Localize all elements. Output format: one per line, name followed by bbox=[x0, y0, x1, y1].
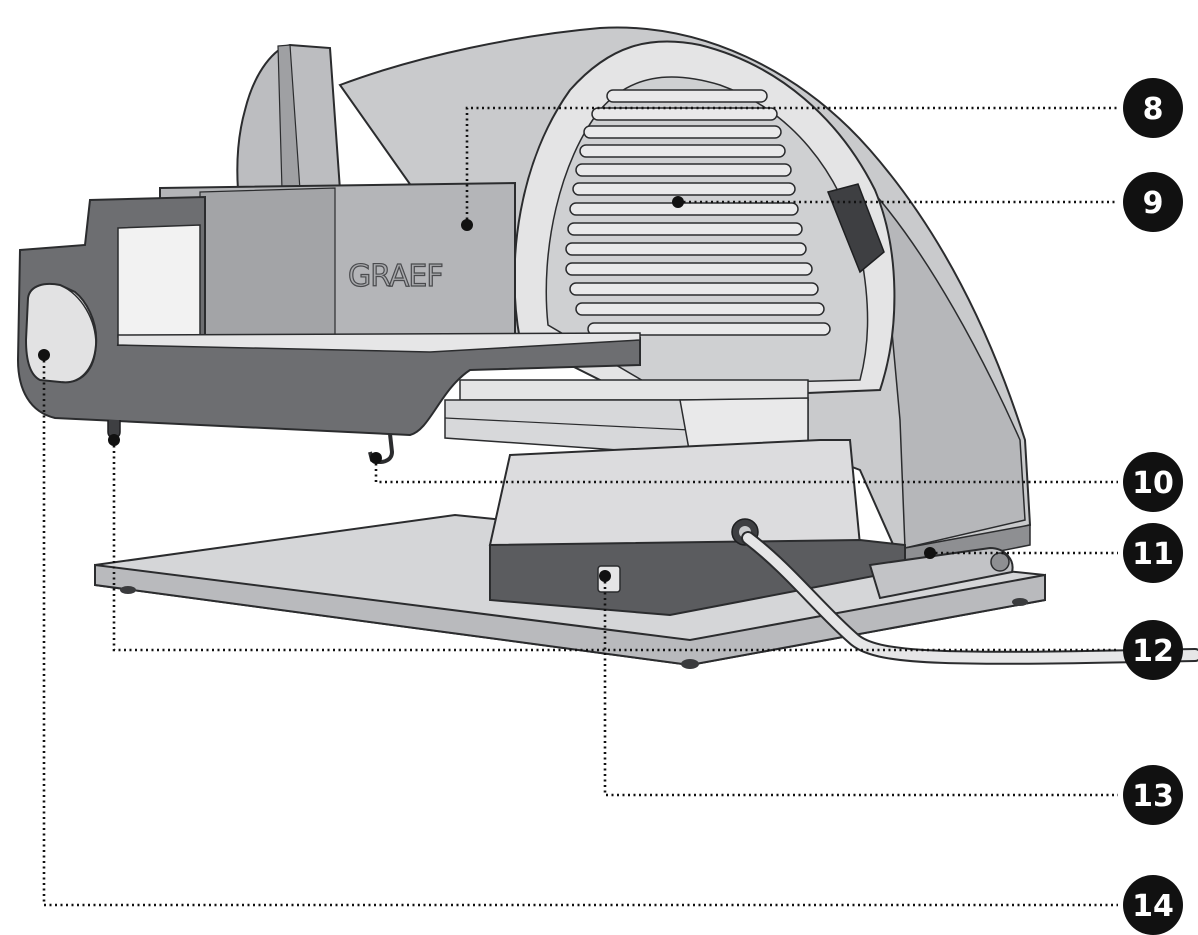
rear-guard bbox=[236, 43, 342, 191]
leader-line-13 bbox=[603, 576, 1118, 797]
callout-label-9: 9 bbox=[1143, 186, 1164, 221]
callout-label-13: 13 bbox=[1132, 779, 1174, 814]
leader-line-8 bbox=[465, 106, 1118, 225]
callout-14: 14 bbox=[1123, 875, 1183, 935]
carriage-back-plate: GRAEF bbox=[159, 181, 516, 342]
callout-10: 10 bbox=[1123, 452, 1183, 512]
callout-label-8: 8 bbox=[1143, 92, 1164, 127]
leader-line-10 bbox=[374, 458, 1118, 484]
callout-12: 12 bbox=[1123, 620, 1183, 680]
motor-base-block bbox=[488, 439, 906, 617]
power-cable bbox=[741, 531, 1198, 665]
callout-label-10: 10 bbox=[1132, 466, 1174, 501]
callout-13: 13 bbox=[1123, 765, 1183, 825]
brand-logo: GRAEF bbox=[348, 259, 443, 294]
leader-lines bbox=[42, 106, 1118, 907]
callout-label-11: 11 bbox=[1132, 537, 1174, 572]
callout-9: 9 bbox=[1123, 172, 1183, 232]
callout-label-12: 12 bbox=[1132, 634, 1174, 669]
callout-11: 11 bbox=[1123, 523, 1183, 583]
leader-dots bbox=[38, 196, 936, 582]
leader-line-12 bbox=[112, 440, 1118, 652]
callout-label-14: 14 bbox=[1132, 889, 1174, 924]
adjustment-lever bbox=[868, 546, 1014, 600]
leader-line-14 bbox=[42, 355, 1118, 907]
blade-cover bbox=[513, 40, 896, 402]
callout-8: 8 bbox=[1123, 78, 1183, 138]
